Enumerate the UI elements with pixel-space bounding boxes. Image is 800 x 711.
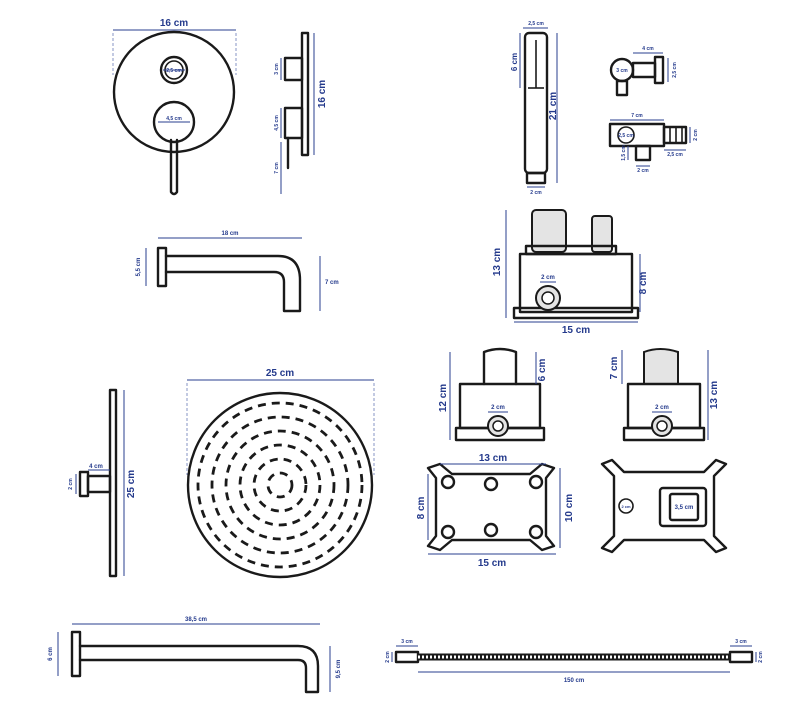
box-small-port-label: 2 cm <box>655 405 669 411</box>
elbow-length-label: 7 cm <box>631 113 643 119</box>
arm-tube <box>78 644 320 694</box>
concealed-box-mid: 12 cm 6 cm 2 cm <box>438 347 548 442</box>
spout-flange-label: 5,5 cm <box>136 258 142 277</box>
spout-length-label: 18 cm <box>221 231 238 237</box>
arm-length-label: 38,5 cm <box>185 617 207 623</box>
spout-flange <box>156 246 168 288</box>
hose-left-d-label: 2 cm <box>385 651 391 663</box>
box-large-height-label: 13 cm <box>492 248 503 276</box>
elbow-height-label: 1,5 cm <box>621 145 627 161</box>
arm-profile-neck-label: 2 cm <box>68 478 74 490</box>
hand-head-label: 6 cm <box>510 53 519 71</box>
arm-flange-label: 6 cm <box>48 647 54 661</box>
spout-body <box>164 254 302 313</box>
mixer-side-view: 16 cm 3 cm 4,5 cm 7 cm <box>274 31 328 194</box>
side-knob <box>283 56 304 82</box>
bath-spout: 18 cm 5,5 cm 7 cm <box>136 231 339 313</box>
frame-bottom-label: 15 cm <box>478 558 506 569</box>
cover-hole-small-label: 2 cm <box>621 504 631 509</box>
frame-side-label: 8 cm <box>416 496 427 519</box>
box-mid-port-label: 2 cm <box>491 405 505 411</box>
rain-shower-head: 25 cm <box>186 368 375 579</box>
rain-head-diameter-label: 25 cm <box>266 368 294 379</box>
box-large-port-label: 2 cm <box>541 275 555 281</box>
rain-head-outline <box>186 391 374 579</box>
hand-bottom-label: 2 cm <box>530 190 542 196</box>
cover-plate-outline <box>600 458 728 554</box>
mixer-front-view: 16 cm 2,5 cm 4,5 cm <box>112 18 237 196</box>
elbow-nut <box>634 144 652 162</box>
holder-base <box>653 55 665 85</box>
shower-hose: 3 cm 3 cm 2 cm 2 cm 150 cm <box>385 639 764 684</box>
hose-end-right-label: 3 cm <box>735 639 747 645</box>
knob-lower-label: 4,5 cm <box>166 116 182 122</box>
arm-profile-height-label: 25 cm <box>126 470 137 498</box>
frame-outline <box>426 462 556 552</box>
mixer-width-label: 16 cm <box>160 18 188 29</box>
box-large-width-label: 15 cm <box>562 325 590 336</box>
diverter-knob <box>159 55 189 85</box>
box-small-cap-label: 7 cm <box>609 356 620 379</box>
holder-height-label: 2,5 cm <box>672 62 678 78</box>
wall-holder: 4 cm 3 cm 2,5 cm <box>609 46 678 97</box>
hand-shower-connector <box>525 171 547 185</box>
holder-ring-label: 3 cm <box>616 68 628 74</box>
mounting-frame: 13 cm 8 cm 10 cm 15 cm <box>416 453 575 569</box>
hand-top-label: 2,5 cm <box>528 21 544 27</box>
box-mid-height-label: 12 cm <box>438 384 449 412</box>
elbow-ring-label: 2,5 cm <box>618 133 634 139</box>
side-height-label: 16 cm <box>317 80 328 108</box>
box-mid-cap <box>482 347 518 386</box>
shower-arm-long: 38,5 cm 6 cm 9,5 cm <box>48 617 342 694</box>
cover-hole-large-label: 3,5 cm <box>675 505 694 511</box>
box-small-height-label: 13 cm <box>709 381 720 409</box>
arm-flange <box>70 630 82 678</box>
arm-drop-label: 9,5 cm <box>336 660 342 679</box>
hose-end-left-label: 3 cm <box>401 639 413 645</box>
hose-length-label: 150 cm <box>564 678 584 684</box>
arm-profile: 4 cm 2 cm 25 cm <box>68 388 137 578</box>
elbow-nut-label: 2,5 cm <box>667 152 683 158</box>
box-large-flange <box>512 306 640 320</box>
spout-drop-label: 7 cm <box>325 280 339 286</box>
side-lever-label: 4,5 cm <box>274 115 280 131</box>
box-mid-cap-label: 6 cm <box>537 358 548 381</box>
concealed-box-large: 13 cm 8 cm 2 cm 15 cm <box>492 209 649 336</box>
arm-profile-length-label: 4 cm <box>89 464 103 470</box>
hose-end-left <box>394 650 420 664</box>
hose-end-right <box>728 650 754 664</box>
concealed-box-small: 7 cm 13 cm 2 cm <box>609 348 720 442</box>
holder-width-label: 4 cm <box>642 46 654 52</box>
side-depth-label: 7 cm <box>274 162 280 174</box>
mixer-lever <box>169 138 179 196</box>
frame-right-label: 10 cm <box>564 494 575 522</box>
elbow-pipe-label: 2 cm <box>637 168 649 174</box>
box-large-depth-label: 8 cm <box>638 271 649 294</box>
frame-top-label: 13 cm <box>479 453 507 464</box>
side-lever-body <box>283 106 304 140</box>
elbow-threaded-pipe <box>662 125 688 145</box>
lever-base <box>152 100 196 144</box>
outlet-elbow: 7 cm 2,5 cm 2 cm 1,5 cm 2,5 cm 2 cm <box>608 113 699 174</box>
hand-length-label: 21 cm <box>548 92 559 120</box>
box-large-body <box>518 252 634 314</box>
side-upper-label: 3 cm <box>274 63 280 75</box>
side-plate <box>300 31 310 157</box>
cover-plate: 2 cm 3,5 cm <box>600 458 728 554</box>
mixer-plate <box>112 30 236 154</box>
knob-upper-label: 2,5 cm <box>166 68 182 74</box>
hose-right-d-label: 2 cm <box>758 651 764 663</box>
hand-shower: 2,5 cm 6 cm 21 cm 2 cm <box>510 21 559 196</box>
elbow-side-label: 2 cm <box>693 129 699 141</box>
